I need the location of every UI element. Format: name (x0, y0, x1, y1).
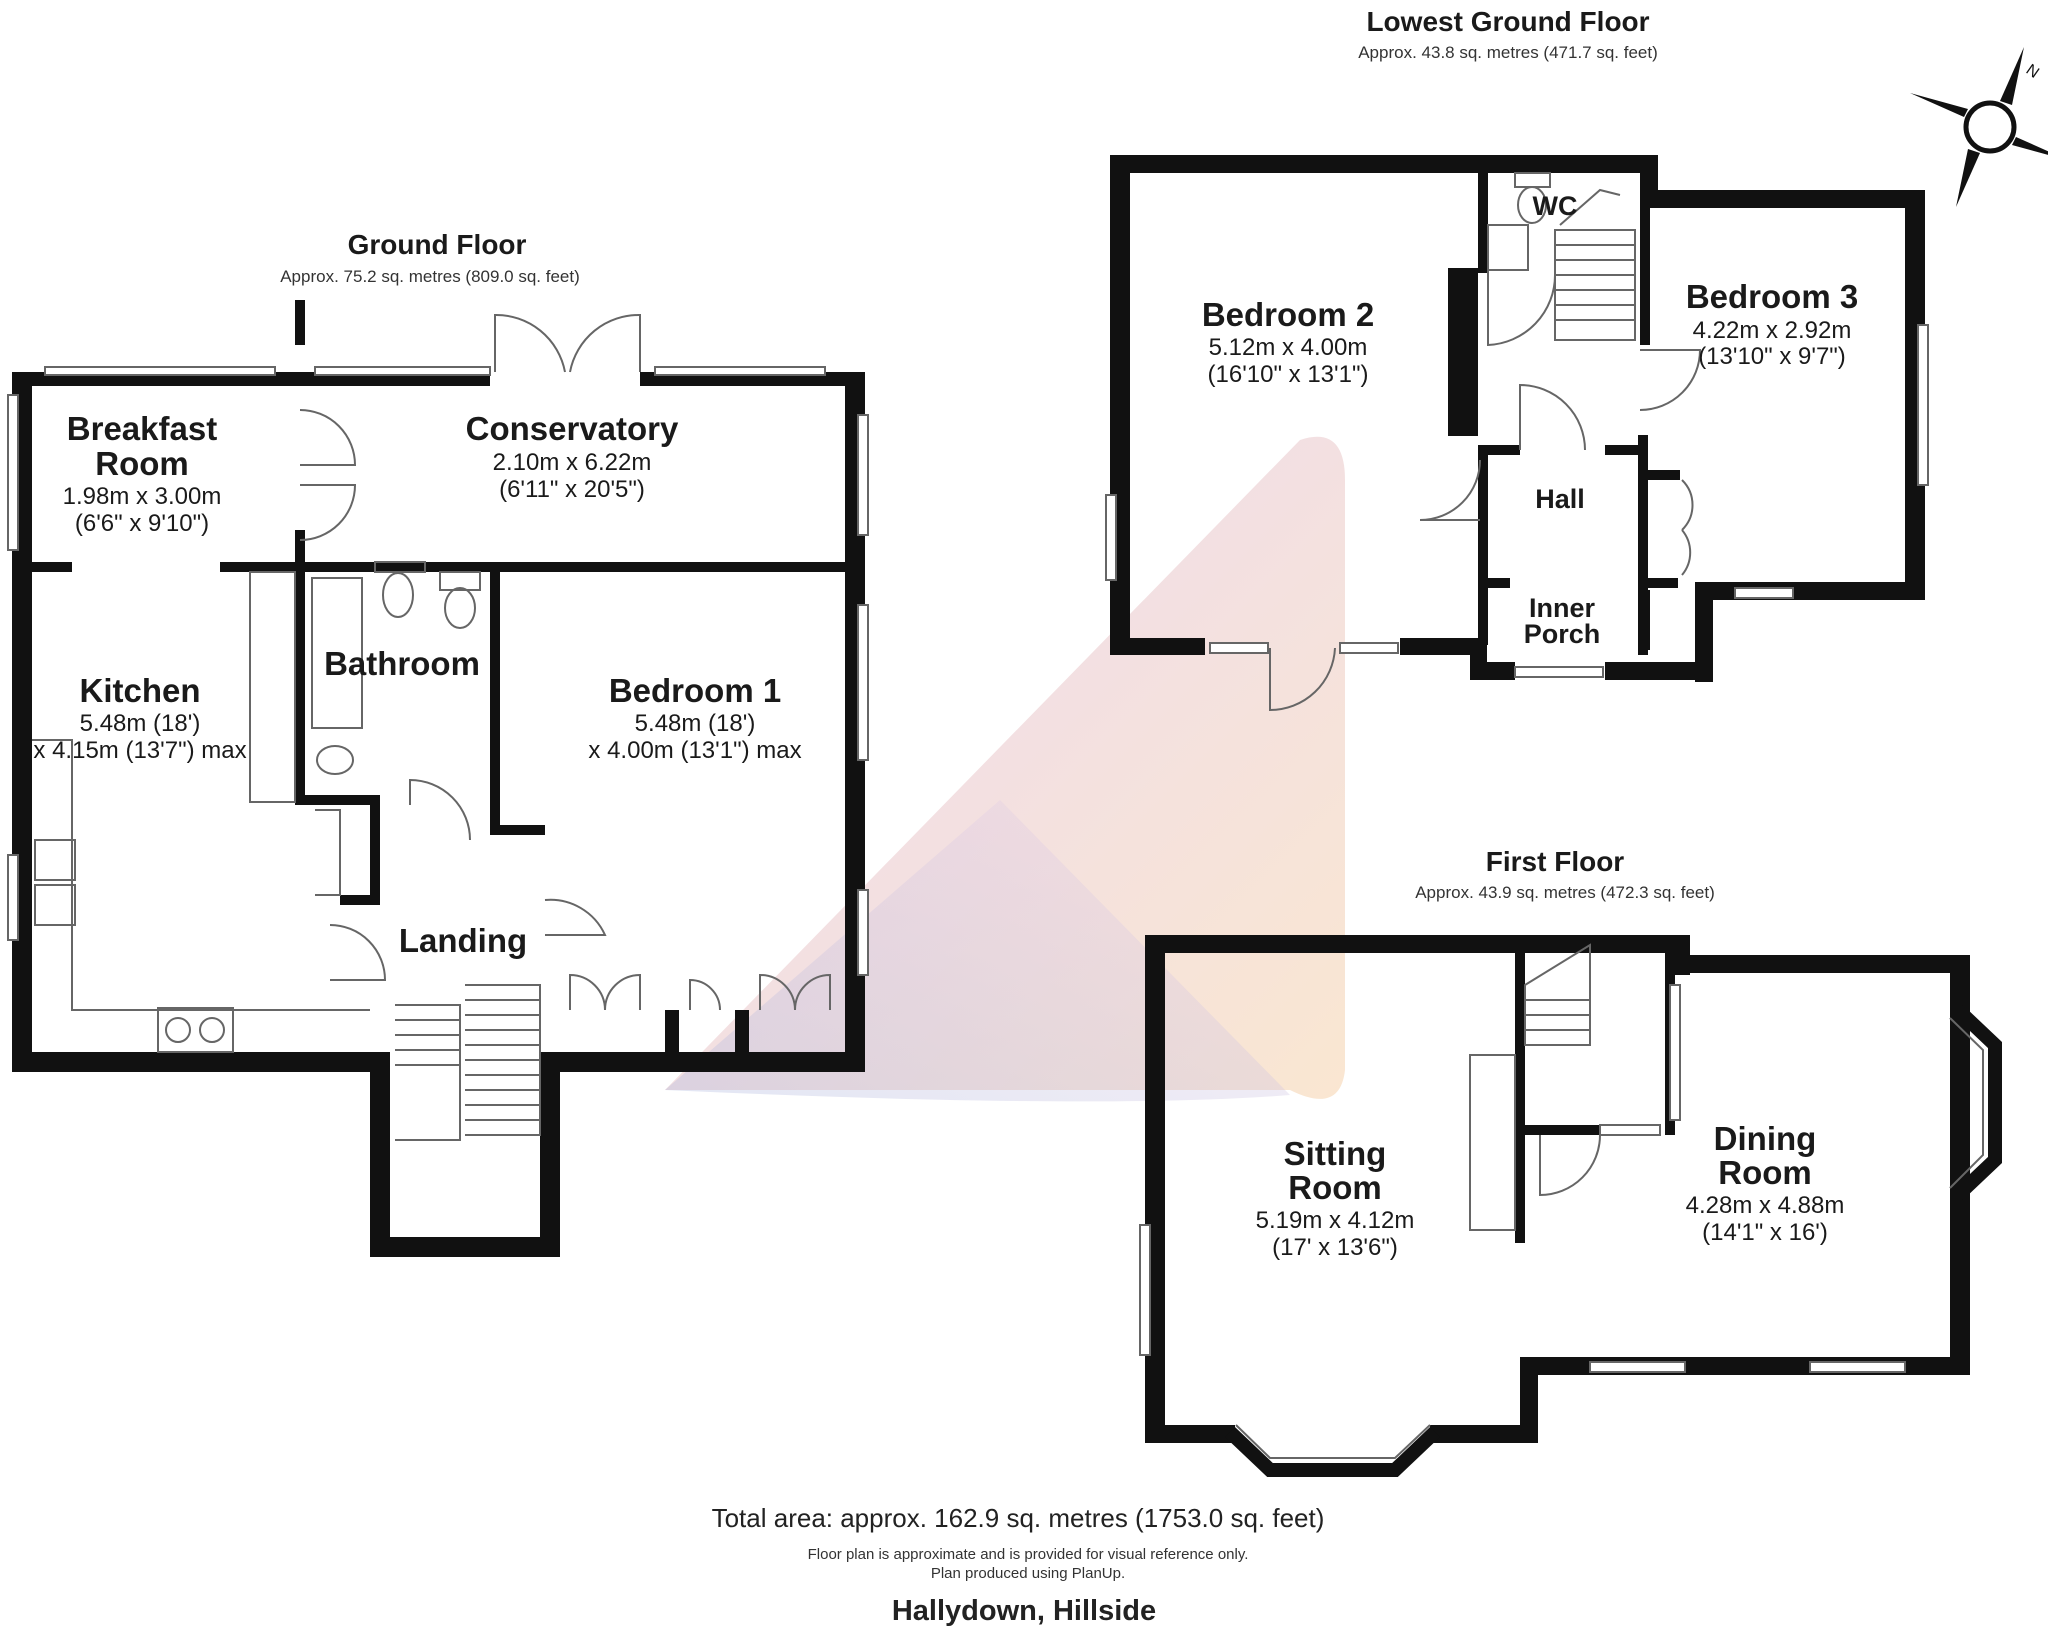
bedroom-3-dim-1: 4.22m x 2.92m (1693, 317, 1852, 344)
lowest-floor-title: Lowest Ground Floor (1366, 6, 1649, 37)
dining-room-dim-1: 4.28m x 4.88m (1686, 1192, 1845, 1219)
compass-icon (1910, 47, 2048, 207)
kitchen-dim-2: x 4.15m (13'7") max (33, 737, 246, 764)
sitting-room-dim-2: (17' x 13'6") (1272, 1234, 1398, 1261)
sitting-room-name-1: Sitting (1284, 1135, 1387, 1172)
total-area: Total area: approx. 162.9 sq. metres (17… (712, 1503, 1325, 1533)
planup-credit: Plan produced using PlanUp. (931, 1565, 1125, 1582)
property-address: Hallydown, Hillside (892, 1595, 1156, 1627)
breakfast-room-dim-1: 1.98m x 3.00m (63, 483, 222, 510)
dining-room-name-2: Room (1718, 1154, 1812, 1191)
sitting-room-dim-1: 5.19m x 4.12m (1256, 1207, 1415, 1234)
bedroom-1-name: Bedroom 1 (609, 672, 781, 709)
logo-watermark (665, 436, 1345, 1102)
kitchen-name: Kitchen (79, 672, 200, 709)
breakfast-room-name-2: Room (95, 445, 189, 482)
bedroom-1-dim-1: 5.48m (18') (635, 710, 756, 737)
bedroom-2-dim-2: (16'10" x 13'1") (1208, 361, 1369, 388)
bathroom-name: Bathroom (324, 645, 480, 682)
first-floor-title: First Floor (1486, 846, 1625, 877)
ground-floor-title: Ground Floor (348, 229, 527, 260)
breakfast-room-name-1: Breakfast (67, 410, 217, 447)
first-floor-area: Approx. 43.9 sq. metres (472.3 sq. feet) (1415, 883, 1715, 902)
kitchen-dim-1: 5.48m (18') (80, 710, 201, 737)
breakfast-room-dim-2: (6'6" x 9'10") (75, 510, 209, 537)
ground-floor-area: Approx. 75.2 sq. metres (809.0 sq. feet) (280, 267, 580, 286)
landing-name: Landing (399, 922, 527, 959)
sitting-room-name-2: Room (1288, 1169, 1382, 1206)
bedroom-2-name: Bedroom 2 (1202, 296, 1374, 333)
hall-name: Hall (1535, 484, 1585, 514)
dining-room-name-1: Dining (1714, 1120, 1817, 1157)
lowest-floor-area: Approx. 43.8 sq. metres (471.7 sq. feet) (1358, 43, 1658, 62)
bedroom-1-dim-2: x 4.00m (13'1") max (588, 737, 801, 764)
wc-name: WC (1533, 191, 1578, 221)
lowest-ground-floor-plan (1105, 155, 1929, 712)
conservatory-dim-1: 2.10m x 6.22m (493, 449, 652, 476)
inner-porch-name-2: Porch (1524, 619, 1601, 649)
first-floor-plan (1139, 935, 2002, 1477)
conservatory-name: Conservatory (466, 410, 679, 447)
bedroom-2-dim-1: 5.12m x 4.00m (1209, 334, 1368, 361)
bedroom-3-dim-2: (13'10" x 9'7") (1698, 343, 1846, 370)
bedroom-3-name: Bedroom 3 (1686, 278, 1858, 315)
dining-room-dim-2: (14'1" x 16') (1702, 1219, 1828, 1246)
conservatory-dim-2: (6'11" x 20'5") (499, 476, 645, 503)
ground-floor-plan (7, 300, 869, 1257)
compass-north-label: N (2023, 61, 2042, 82)
disclaimer-note: Floor plan is approximate and is provide… (808, 1546, 1249, 1563)
inner-porch-name-1: Inner (1529, 593, 1596, 623)
